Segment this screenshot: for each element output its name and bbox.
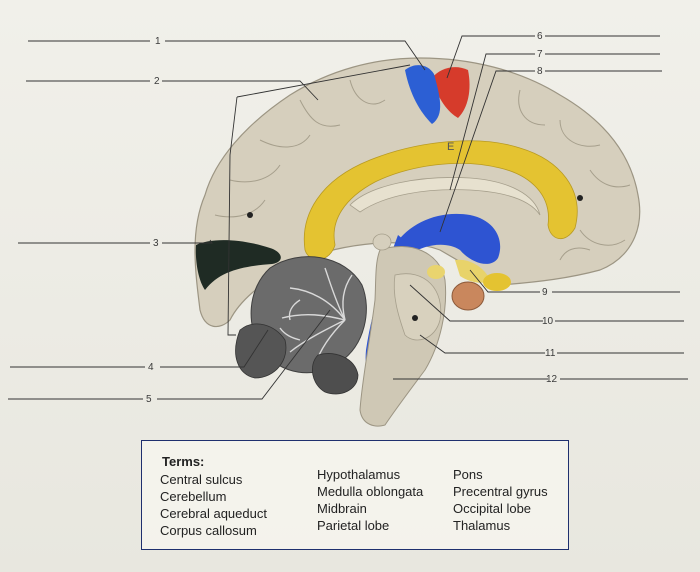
label-5: 5 xyxy=(146,394,152,405)
hypothalamus xyxy=(455,259,490,283)
precentral-gyrus xyxy=(432,67,470,118)
optic-chiasm xyxy=(483,273,511,291)
leader-9 xyxy=(469,269,540,293)
label-2: 2 xyxy=(154,76,160,87)
mount-screw xyxy=(247,212,253,218)
leader-4 xyxy=(160,329,269,368)
leader-2 xyxy=(162,80,319,101)
pituitary xyxy=(451,281,485,311)
leader-7 xyxy=(449,53,535,191)
occipital-dark-region xyxy=(195,240,281,290)
label-7: 7 xyxy=(537,49,543,60)
label-1: 1 xyxy=(155,36,161,47)
label-numbers: 1 2 3 4 5 6 7 8 9 10 11 12 xyxy=(146,31,558,405)
label-10: 10 xyxy=(542,316,554,327)
leader-10 xyxy=(409,284,543,322)
tonsil xyxy=(311,353,359,395)
label-11: 11 xyxy=(545,348,556,359)
leader-5 xyxy=(157,309,331,400)
term-item: Pons xyxy=(453,467,483,482)
leader-lines xyxy=(157,35,548,400)
term-item: Cerebellum xyxy=(160,489,227,504)
term-item: Precentral gyrus xyxy=(453,484,548,499)
cerebellar-hemisphere xyxy=(235,323,287,379)
brain-model xyxy=(194,57,641,427)
terms-column-1: Central sulcus Cerebellum Cerebral aqued… xyxy=(160,471,267,539)
terms-column-2: Hypothalamus Medulla oblongata Midbrain … xyxy=(317,466,423,534)
term-item: Medulla oblongata xyxy=(317,484,424,499)
term-item: Occipital lobe xyxy=(453,501,532,516)
answer-lines xyxy=(8,35,688,400)
leader-3 xyxy=(162,239,213,244)
leader-1 xyxy=(165,40,426,71)
pons xyxy=(393,273,442,341)
bracket-3-top xyxy=(236,64,411,98)
label-3: 3 xyxy=(153,238,159,249)
term-item: Midbrain xyxy=(317,501,367,516)
mammillary-body xyxy=(427,265,445,279)
terms-title: Terms: xyxy=(162,454,205,469)
label-12: 12 xyxy=(546,374,558,385)
term-item: Hypothalamus xyxy=(317,467,401,482)
fornix xyxy=(349,177,541,216)
term-item: Cerebral aqueduct xyxy=(160,506,267,521)
label-8: 8 xyxy=(537,66,543,77)
bracket-3 xyxy=(227,96,238,336)
label-4: 4 xyxy=(148,362,154,373)
arbor-vitae xyxy=(279,267,353,366)
corpus-callosum xyxy=(303,140,578,260)
term-item: Parietal lobe xyxy=(317,518,390,533)
label-9: 9 xyxy=(542,287,548,298)
term-item: Corpus callosum xyxy=(160,523,257,538)
pineal xyxy=(372,233,392,251)
leader-11 xyxy=(419,334,545,354)
leader-8 xyxy=(439,70,535,233)
term-item: Thalamus xyxy=(453,518,511,533)
structure-letter: E xyxy=(447,141,454,153)
brain-diagram: E 1 2 3 4 5 6 7 8 9 10 11 12 xyxy=(8,31,688,427)
third-ventricle xyxy=(393,213,501,264)
mount-screw xyxy=(412,315,418,321)
mount-screw xyxy=(577,195,583,201)
postcentral-gyrus xyxy=(405,65,441,124)
term-item: Central sulcus xyxy=(160,472,243,487)
leader-6 xyxy=(446,35,535,79)
terms-box: Terms: Central sulcus Cerebellum Cerebra… xyxy=(141,440,569,550)
terms-column-3: Pons Precentral gyrus Occipital lobe Tha… xyxy=(453,466,548,534)
label-6: 6 xyxy=(537,31,543,42)
gyri-texture xyxy=(214,79,631,261)
